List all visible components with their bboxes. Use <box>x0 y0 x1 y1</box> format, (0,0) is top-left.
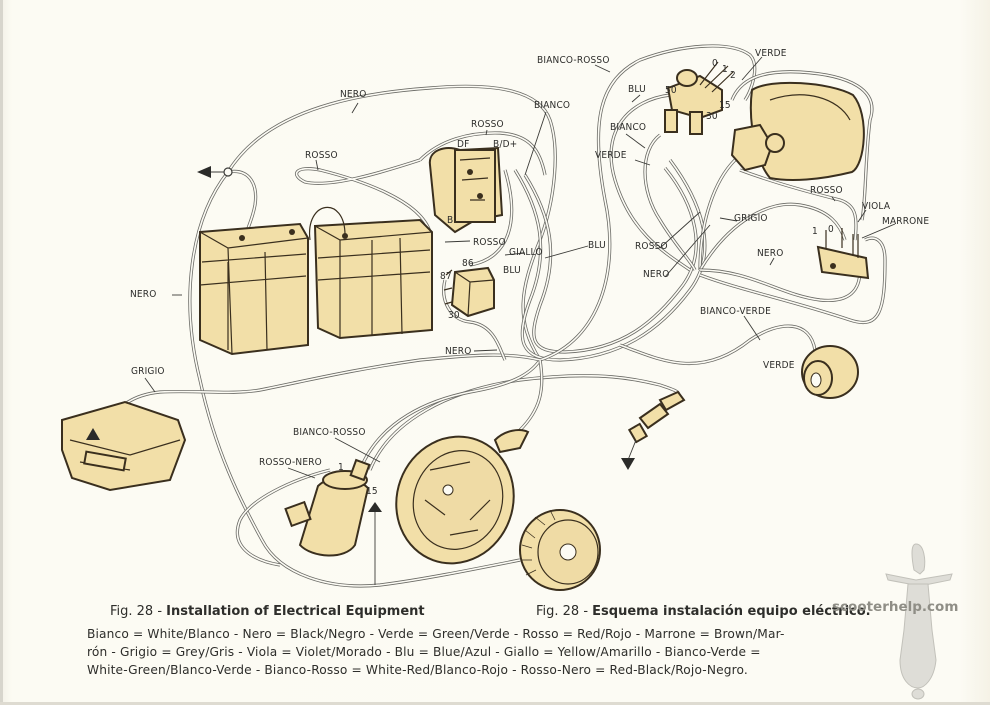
flywheel <box>519 509 601 591</box>
terminal-50: 50 <box>665 85 677 96</box>
page-bottom-edge <box>0 702 990 705</box>
terminal-15-switch: 15 <box>719 100 731 111</box>
label-rosso-nero: ROSSO-NERO <box>259 457 322 468</box>
coil-ground <box>368 502 382 585</box>
legend-line-2: rón - Grigio = Grey/Gris - Viola = Viole… <box>87 645 761 659</box>
label-blu-relay: BLU <box>503 265 521 276</box>
label-nero-top: NERO <box>340 89 367 100</box>
label-blu-switch: BLU <box>628 84 646 95</box>
label-verde-switch: VERDE <box>595 150 627 161</box>
label-giallo: GIALLO <box>509 247 543 258</box>
ground-arrow-icon <box>368 502 382 512</box>
terminal-86: 86 <box>462 258 474 269</box>
terminal-2-switch: 2 <box>730 70 736 81</box>
terminal-15-coil: 15 <box>366 486 378 497</box>
label-marrone: MARRONE <box>882 216 930 227</box>
terminal-b: B <box>447 215 454 226</box>
label-bianco-rosso-top: BIANCO-ROSSO <box>537 55 610 66</box>
label-bianco-switch: BIANCO <box>610 122 647 133</box>
label-grigio-left: GRIGIO <box>131 366 165 377</box>
legend-line-3: White-Green/Blanco-Verde - Bianco-Rosso … <box>87 663 748 677</box>
terminal-1-switch: 1 <box>722 64 728 75</box>
label-verde-top: VERDE <box>755 48 787 59</box>
label-bianco-rosso-coil: BIANCO-ROSSO <box>293 427 366 438</box>
terminal-1-tail: 1 <box>812 226 818 237</box>
battery-2 <box>309 206 433 340</box>
relay <box>443 266 495 318</box>
label-viola: VIOLA <box>862 201 891 212</box>
legend-line-1: Bianco = White/Blanco - Nero = Black/Neg… <box>87 627 785 641</box>
caption-spanish-prefix: Fig. 28 - <box>536 604 593 619</box>
battery-1 <box>199 222 309 356</box>
ground-arrow-icon <box>621 458 635 470</box>
terminal-df: DF <box>457 139 470 150</box>
watermark-text: scooterhelp.com <box>832 599 959 615</box>
terminal-30-switch: 30 <box>706 111 718 122</box>
terminal-0-switch: 0 <box>712 58 718 69</box>
label-nero-relay: NERO <box>445 346 472 357</box>
terminal-30: 30 <box>448 310 460 321</box>
horn <box>801 345 859 399</box>
label-nero-tail: NERO <box>757 248 784 259</box>
label-rosso-lamp: ROSSO <box>810 185 843 196</box>
headlamp <box>730 81 865 181</box>
ground-arrow-icon <box>197 166 211 178</box>
voltage-regulator <box>428 146 504 234</box>
label-leaders <box>144 56 896 479</box>
scooter-watermark-icon <box>885 543 953 700</box>
tail-lamp <box>816 228 870 280</box>
caption-english: Fig. 28 - Installation of Electrical Equ… <box>110 604 425 619</box>
stator-plate <box>395 429 530 565</box>
caption-english-prefix: Fig. 28 - <box>110 604 167 619</box>
terminal-87: 87 <box>440 271 452 282</box>
ground-junction <box>197 166 233 178</box>
ignition-coil <box>284 458 371 557</box>
label-rosso-relay: ROSSO <box>473 237 506 248</box>
label-rosso-regulator: ROSSO <box>471 119 504 130</box>
caption-spanish-title: Esquema instalación equipo eléctrico. <box>592 604 871 619</box>
label-verde-horn: VERDE <box>763 360 795 371</box>
label-grigio-mid: GRIGIO <box>734 213 768 224</box>
label-rosso-mid: ROSSO <box>635 241 668 252</box>
label-bianco-regulator: BIANCO <box>534 100 571 111</box>
wiring-diagram <box>61 44 896 591</box>
label-blu-right: BLU <box>588 240 606 251</box>
wire-harness <box>98 44 887 588</box>
label-nero-mid: NERO <box>643 269 670 280</box>
page-edge <box>0 0 3 705</box>
label-rosso-left: ROSSO <box>305 150 338 161</box>
label-bianco-verde: BIANCO-VERDE <box>700 306 771 317</box>
rear-light-box <box>61 400 187 492</box>
ignition-switch <box>664 61 734 135</box>
terminal-d-plus: B/D+ <box>493 139 518 150</box>
spark-plug <box>621 390 686 470</box>
terminal-1-coil: 1 <box>338 462 344 473</box>
terminal-0-tail: 0 <box>828 224 834 235</box>
label-nero-left: NERO <box>130 289 157 300</box>
ground-arrow-icon <box>86 428 100 440</box>
caption-spanish: Fig. 28 - Esquema instalación equipo elé… <box>536 604 871 619</box>
caption-english-title: Installation of Electrical Equipment <box>166 604 425 619</box>
